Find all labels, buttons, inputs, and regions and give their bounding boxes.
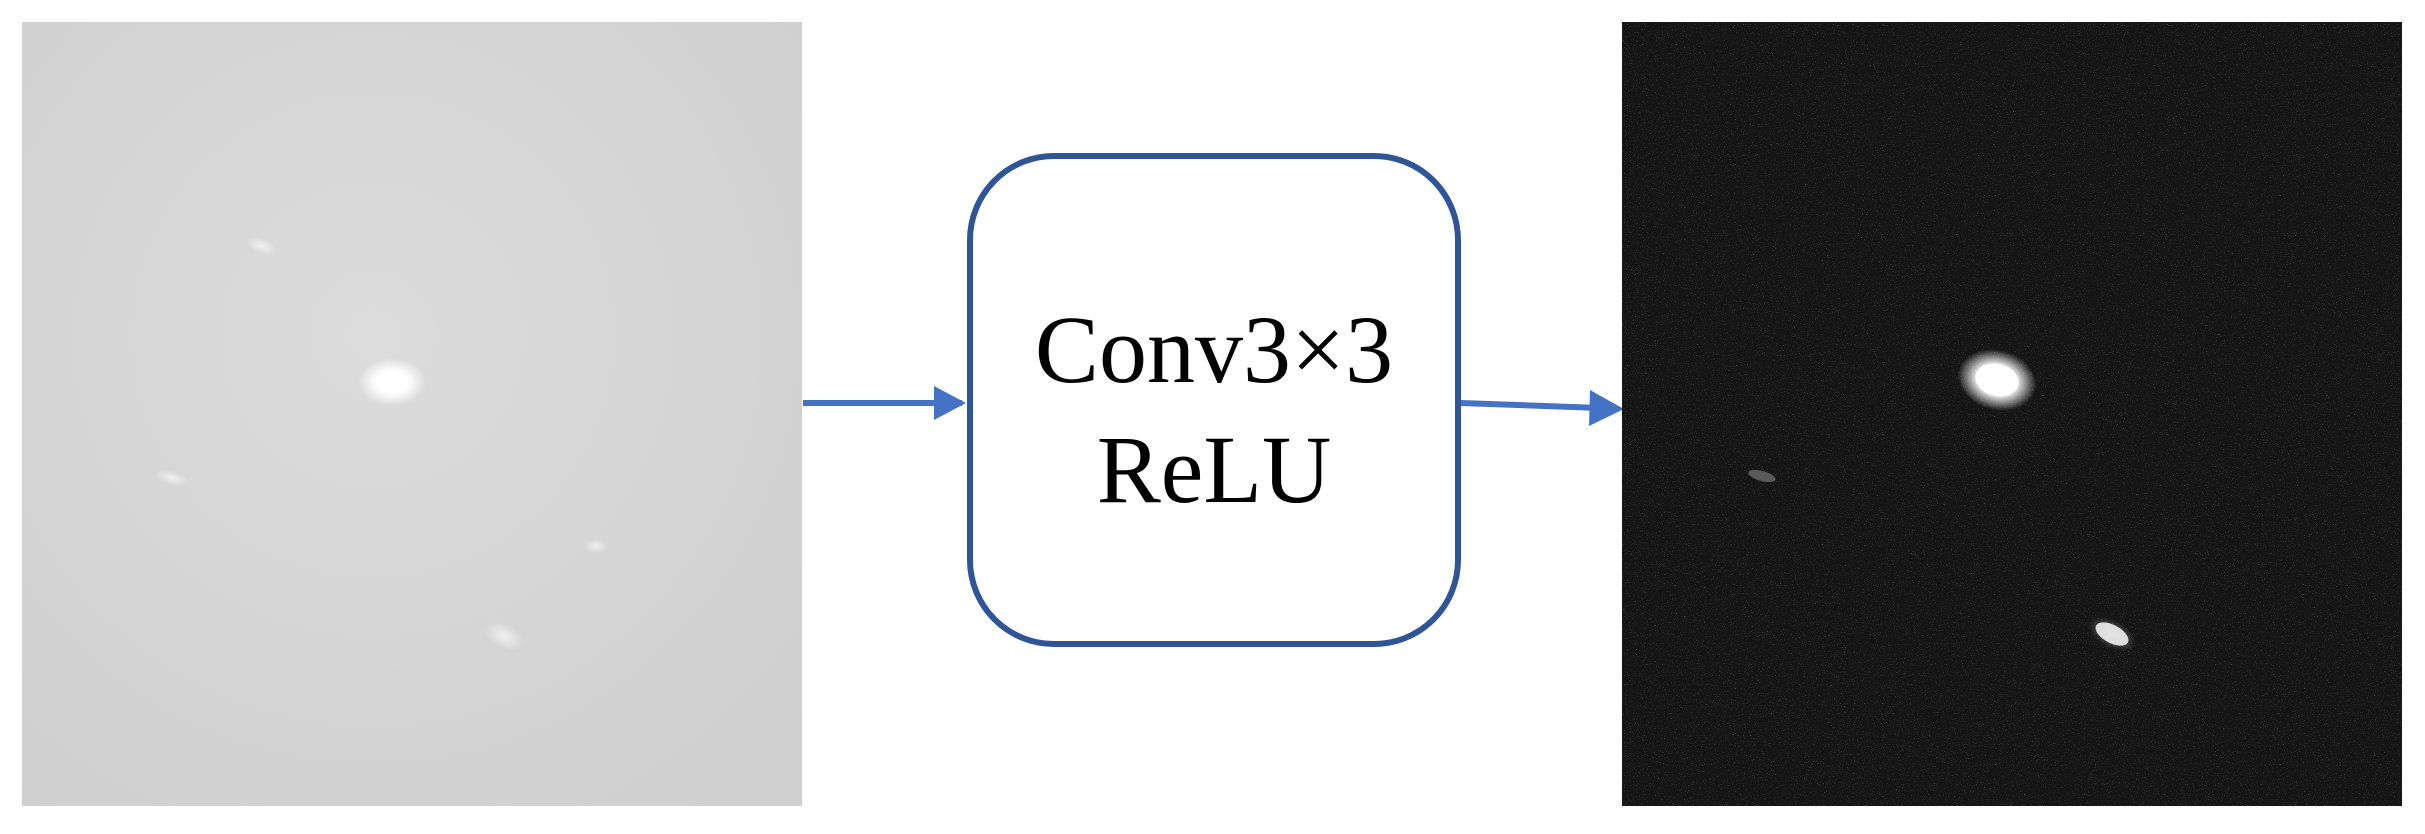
block-label-conv: Conv3×3	[1035, 296, 1393, 403]
conv-relu-block-border	[967, 153, 1461, 647]
output-faint-spot-glow	[2088, 616, 2136, 652]
output-image-noise	[1622, 22, 2402, 806]
input-faint-spot	[584, 539, 608, 553]
input-faint-spot	[483, 621, 525, 651]
output-faint-spot	[1748, 469, 1776, 483]
output-bright-spot-core	[1975, 363, 2019, 397]
input-to-block-arrowhead	[934, 386, 966, 420]
input-image-background	[22, 22, 802, 806]
block-to-output-arrowhead	[1589, 390, 1624, 426]
output-image	[1622, 22, 2402, 806]
input-bright-spot-core	[376, 371, 408, 393]
block-to-output-arrow	[1460, 400, 1601, 411]
input-image	[22, 22, 802, 806]
input-faint-spot	[246, 236, 278, 256]
block-label-relu: ReLU	[1097, 416, 1332, 523]
conv-relu-block: Conv3×3 ReLU	[967, 153, 1461, 647]
input-faint-spot	[154, 469, 190, 487]
